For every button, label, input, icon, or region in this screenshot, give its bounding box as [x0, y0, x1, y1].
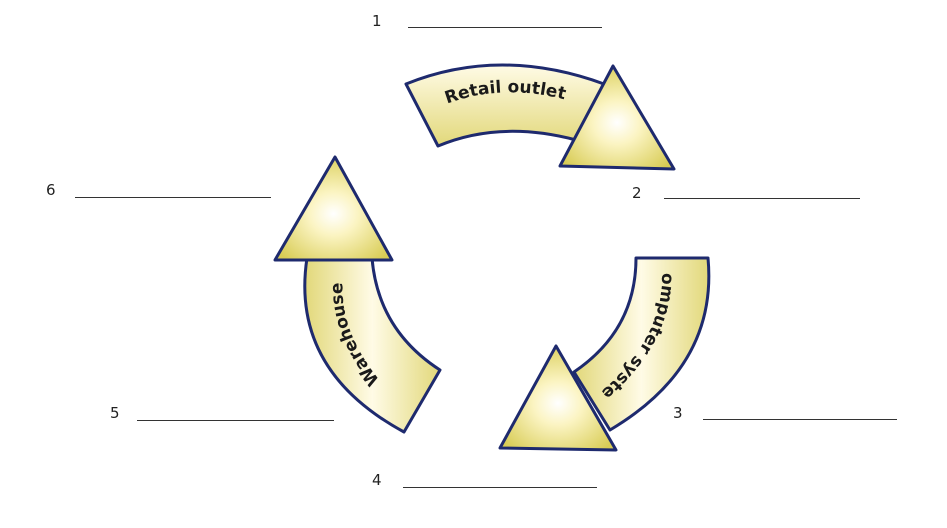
blank-4-line[interactable] [403, 487, 597, 488]
blank-3-number: 3 [673, 404, 683, 422]
blank-5-line[interactable] [137, 420, 334, 421]
arrow-warehouse-head [273, 155, 394, 262]
blank-3-line[interactable] [703, 419, 897, 420]
arrow-computer-system-head [498, 344, 618, 452]
blank-6-line[interactable] [75, 197, 271, 198]
blank-2-number: 2 [632, 184, 642, 202]
blank-2-line[interactable] [664, 198, 860, 199]
blank-4-number: 4 [372, 471, 382, 489]
blank-5-number: 5 [110, 404, 120, 422]
arrow-retail-outlet: Retail outlet [404, 63, 676, 171]
arrow-warehouse: Warehouse [273, 155, 442, 434]
arrow-retail-outlet-head [558, 64, 676, 171]
arrow-retail-outlet-band [404, 63, 606, 148]
arrow-computer-system-band [572, 256, 711, 432]
arrow-warehouse-band [303, 256, 442, 434]
blank-1-number: 1 [372, 12, 382, 30]
blank-6-number: 6 [46, 181, 56, 199]
blank-1-line[interactable] [408, 27, 602, 28]
